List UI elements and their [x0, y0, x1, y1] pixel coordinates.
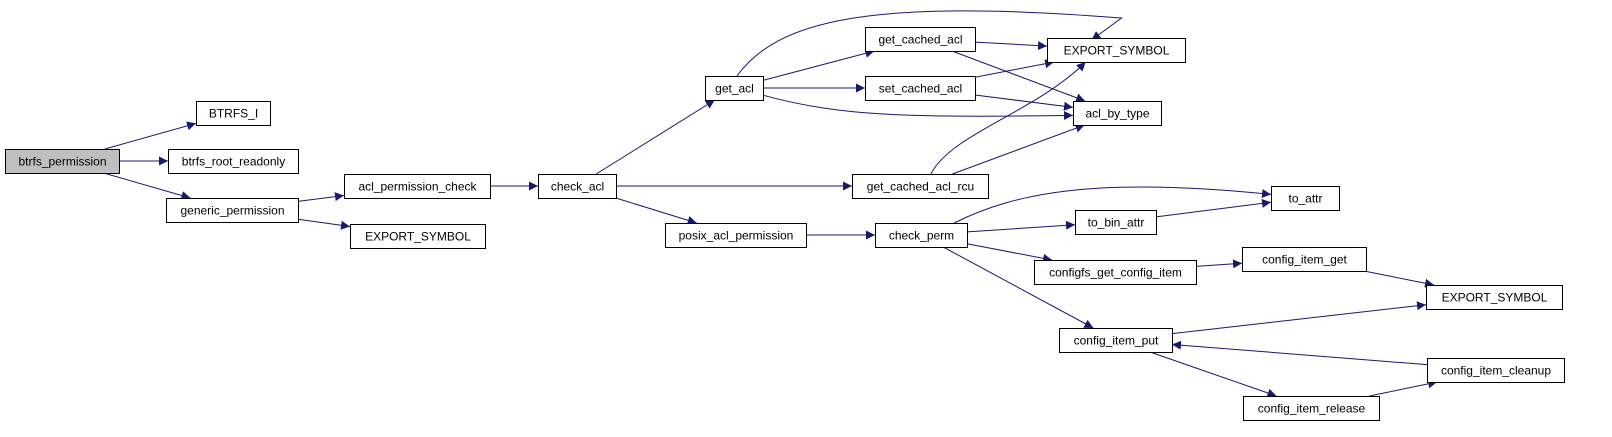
- edge-check_perm-to-to_bin_attr: [966, 220, 1076, 233]
- node-box: [1427, 358, 1565, 383]
- node-label: config_item_release: [1258, 402, 1366, 416]
- node-label: config_item_cleanup: [1441, 364, 1551, 378]
- node-label: EXPORT_SYMBOL: [1442, 291, 1548, 305]
- node-box: [1034, 260, 1197, 285]
- node-config_item_release[interactable]: config_item_release: [1243, 396, 1380, 421]
- node-box: [538, 174, 617, 199]
- node-box: [1242, 247, 1367, 272]
- node-box: [1059, 328, 1173, 353]
- nodes-layer: btrfs_permission BTRFS_I btrfs_root_readon…: [5, 27, 1565, 421]
- edge-get_acl-to-get_cached_acl: [762, 48, 875, 81]
- node-get_acl[interactable]: get_acl: [705, 76, 764, 101]
- node-label: to_attr: [1288, 192, 1322, 206]
- edge-get_cached_acl_rcu-to-EXPORT_SYMBOL_b: [930, 61, 1086, 175]
- node-btrfs_root_readonly[interactable]: btrfs_root_readonly: [168, 149, 299, 174]
- node-box: [196, 101, 271, 126]
- node-EXPORT_SYMBOL_a[interactable]: EXPORT_SYMBOL: [350, 224, 486, 249]
- node-check_perm[interactable]: check_perm: [875, 223, 968, 248]
- node-get_cached_acl_rcu[interactable]: get_cached_acl_rcu: [852, 174, 989, 199]
- node-box: [1271, 186, 1340, 211]
- node-label: configfs_get_config_item: [1049, 266, 1182, 280]
- node-EXPORT_SYMBOL_b[interactable]: EXPORT_SYMBOL: [1047, 38, 1186, 63]
- edge-set_cached_acl-to-acl_by_type: [974, 94, 1074, 111]
- node-to_attr[interactable]: to_attr: [1271, 186, 1340, 211]
- edge-to_bin_attr-to-to_attr: [1155, 198, 1272, 218]
- edge-config_item_cleanup-to-config_item_put: [1171, 340, 1428, 366]
- edge-check_perm-to-to_attr: [953, 186, 1272, 224]
- node-config_item_put[interactable]: config_item_put: [1059, 328, 1173, 353]
- node-get_cached_acl[interactable]: get_cached_acl: [865, 27, 976, 52]
- edge-get_cached_acl-to-acl_by_type: [951, 50, 1086, 103]
- node-label: acl_by_type: [1085, 107, 1149, 121]
- node-label: EXPORT_SYMBOL: [1064, 44, 1170, 58]
- edge-get_acl-to-acl_by_type: [762, 94, 1074, 121]
- node-label: config_item_put: [1074, 334, 1159, 348]
- edge-get_acl-to-EXPORT_SYMBOL_b: [736, 10, 1123, 77]
- node-box: [875, 223, 968, 248]
- node-label: config_item_get: [1262, 253, 1347, 267]
- node-box: [852, 174, 989, 199]
- edge-generic_permission-to-EXPORT_SYMBOL_a: [297, 218, 351, 230]
- node-label: posix_acl_permission: [679, 229, 794, 243]
- edge-config_item_get-to-EXPORT_SYMBOL_c: [1363, 270, 1435, 288]
- node-box: [168, 149, 299, 174]
- edge-set_cached_acl-to-EXPORT_SYMBOL_b: [974, 59, 1055, 78]
- edge-check_acl-to-posix_acl_permission: [615, 197, 697, 225]
- node-config_item_get[interactable]: config_item_get: [1242, 247, 1367, 272]
- node-box: [1075, 210, 1157, 235]
- node-box: [1047, 38, 1186, 63]
- edge-config_item_release-to-config_item_cleanup: [1369, 379, 1438, 397]
- node-label: set_cached_acl: [879, 82, 962, 96]
- node-label: btrfs_permission: [18, 155, 106, 169]
- edge-check_perm-to-configfs_get_config_item: [966, 243, 1053, 263]
- node-check_acl[interactable]: check_acl: [538, 174, 617, 199]
- edge-btrfs_permission-to-generic_permission: [103, 172, 191, 200]
- node-box: [350, 224, 486, 249]
- node-acl_permission_check[interactable]: acl_permission_check: [344, 174, 491, 199]
- node-BTRFS_I[interactable]: BTRFS_I: [196, 101, 271, 126]
- node-label: acl_permission_check: [358, 180, 477, 194]
- node-label: btrfs_root_readonly: [182, 155, 285, 169]
- node-label: EXPORT_SYMBOL: [365, 230, 471, 244]
- node-to_bin_attr[interactable]: to_bin_attr: [1075, 210, 1157, 235]
- node-label: get_cached_acl_rcu: [867, 180, 974, 194]
- node-config_item_cleanup[interactable]: config_item_cleanup: [1427, 358, 1565, 383]
- edge-check_perm-to-config_item_put: [942, 246, 1094, 329]
- node-label: BTRFS_I: [209, 107, 258, 121]
- node-box: [865, 76, 976, 101]
- edge-get_cached_acl-to-EXPORT_SYMBOL_b: [974, 41, 1048, 51]
- edge-btrfs_permission-to-BTRFS_I: [104, 121, 197, 150]
- node-box: [1073, 101, 1162, 126]
- node-box: [166, 198, 299, 223]
- edge-check_acl-to-get_acl: [595, 99, 716, 175]
- edges-layer: [103, 10, 1438, 398]
- edge-configfs_get_config_item-to-config_item_get: [1195, 259, 1243, 269]
- edge-config_item_put-to-EXPORT_SYMBOL_c: [1171, 301, 1427, 335]
- node-box: [1243, 396, 1380, 421]
- node-label: check_acl: [551, 180, 604, 194]
- node-label: check_perm: [889, 229, 954, 243]
- edge-get_cached_acl_rcu-to-acl_by_type: [952, 123, 1085, 175]
- node-label: generic_permission: [180, 204, 284, 218]
- node-box: [5, 149, 120, 174]
- node-acl_by_type[interactable]: acl_by_type: [1073, 101, 1162, 126]
- edge-generic_permission-to-acl_permission_check: [297, 192, 345, 202]
- node-generic_permission[interactable]: generic_permission: [166, 198, 299, 223]
- node-box: [865, 27, 976, 52]
- node-EXPORT_SYMBOL_c[interactable]: EXPORT_SYMBOL: [1426, 285, 1563, 310]
- node-label: get_cached_acl: [878, 33, 962, 47]
- node-label: get_acl: [715, 82, 754, 96]
- node-box: [665, 223, 807, 248]
- node-box: [344, 174, 491, 199]
- node-btrfs_permission[interactable]: btrfs_permission: [5, 149, 120, 174]
- node-posix_acl_permission[interactable]: posix_acl_permission: [665, 223, 807, 248]
- node-set_cached_acl[interactable]: set_cached_acl: [865, 76, 976, 101]
- node-box: [705, 76, 764, 101]
- edge-config_item_put-to-config_item_release: [1149, 351, 1277, 398]
- node-label: to_bin_attr: [1088, 216, 1145, 230]
- node-configfs_get_config_item[interactable]: configfs_get_config_item: [1034, 260, 1197, 285]
- node-box: [1426, 285, 1563, 310]
